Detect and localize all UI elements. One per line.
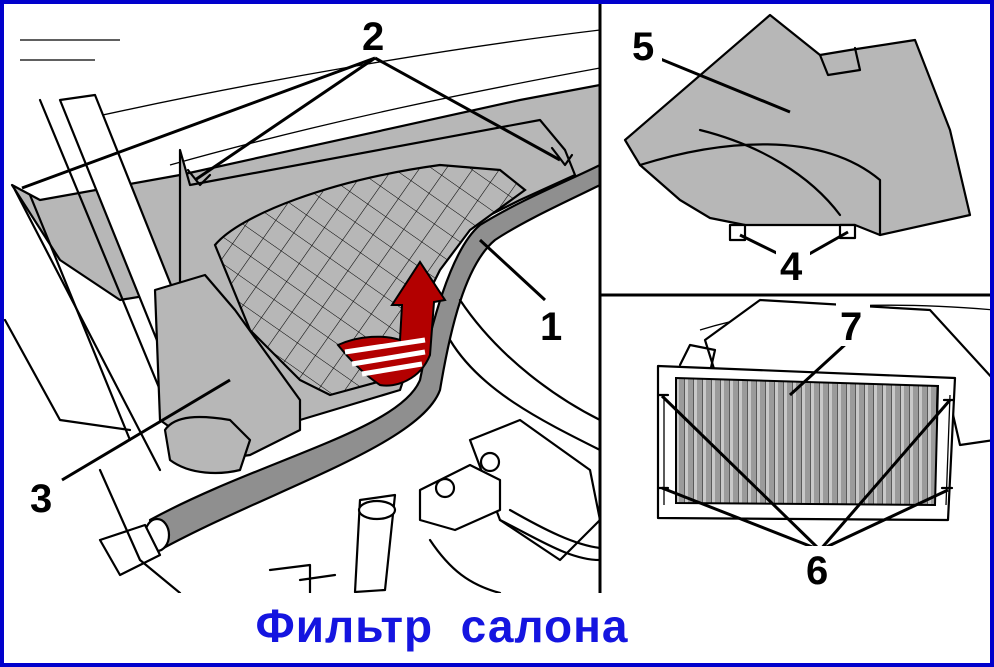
main-view: [4, 29, 600, 593]
callout-7: 7: [840, 305, 862, 349]
filter-element-view: [656, 298, 990, 522]
housing-detail-view: [623, 13, 972, 242]
callout-4: 4: [780, 245, 803, 289]
callout-2: 2: [362, 15, 384, 59]
callout-1: 1: [540, 305, 562, 349]
rubber-seal: [148, 163, 600, 552]
leader-lines: [21, 56, 952, 552]
pleated-media: [675, 376, 940, 507]
removal-arrow: [336, 260, 447, 387]
caption: Фильтр салона: [256, 600, 629, 652]
callout-5: 5: [632, 25, 654, 69]
callout-3: 3: [30, 477, 52, 521]
callout-6: 6: [806, 549, 828, 593]
